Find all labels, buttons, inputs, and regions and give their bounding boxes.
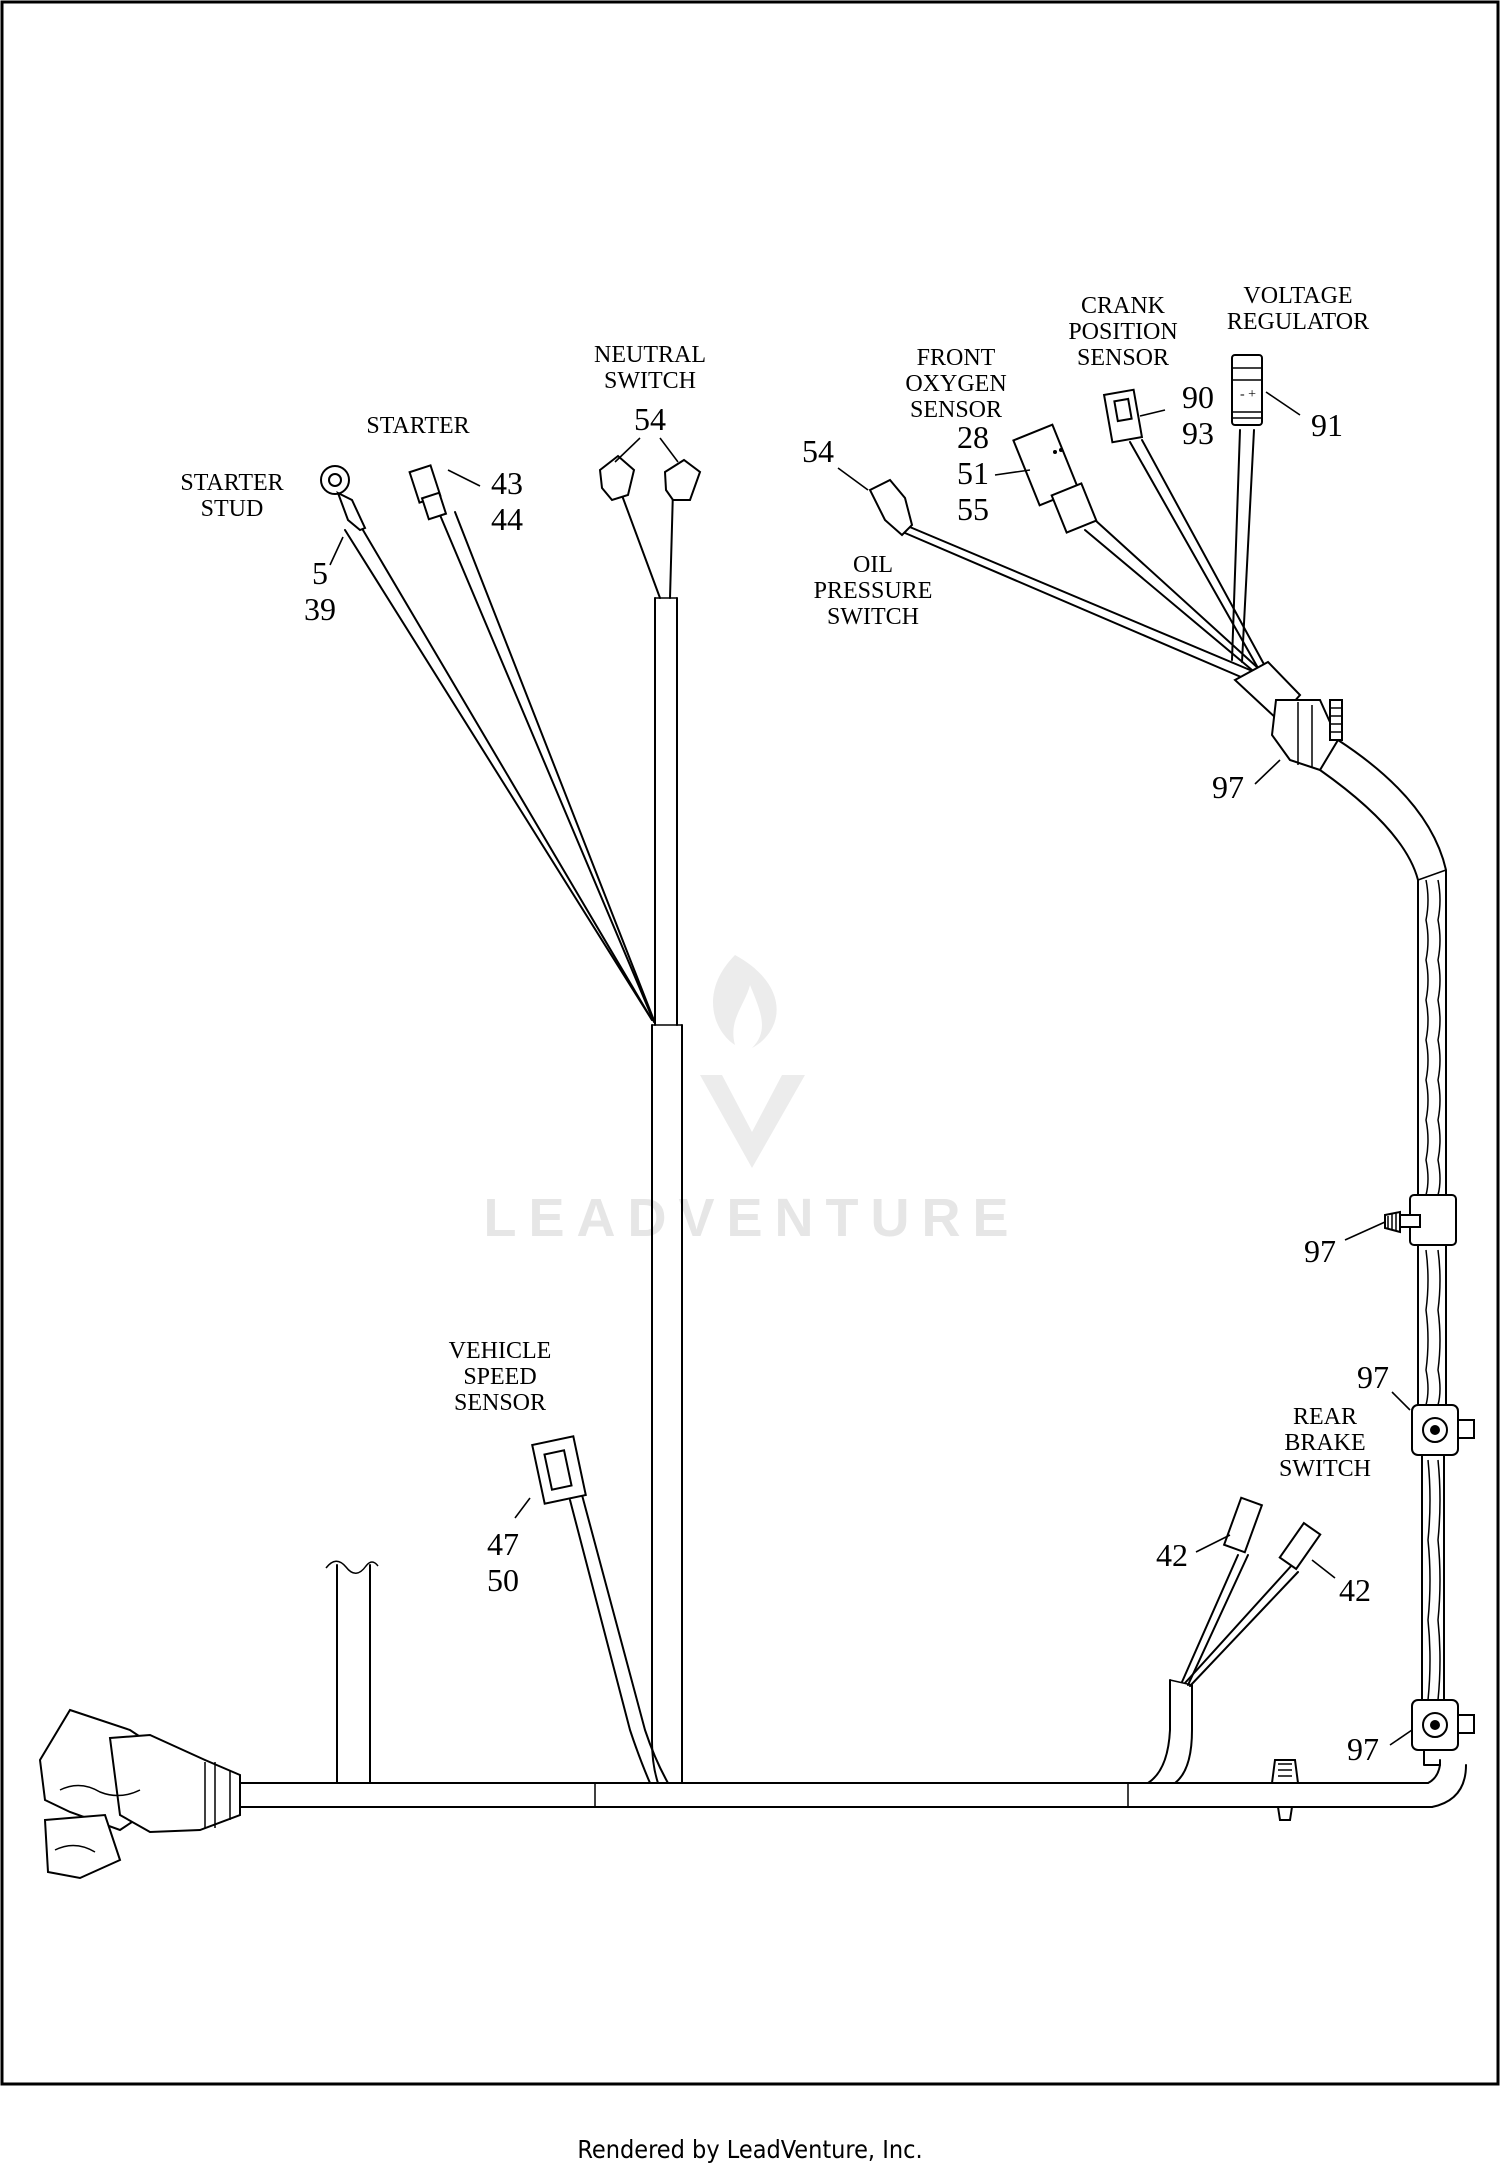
main-harness-connector <box>38 1708 241 1880</box>
svg-text:44: 44 <box>491 501 523 537</box>
callout-clip-bottom: 97 <box>1347 1729 1413 1767</box>
svg-text:28: 28 <box>957 419 989 455</box>
svg-text:93: 93 <box>1182 415 1214 451</box>
trunk-push-pin <box>1270 1759 1300 1821</box>
svg-text:- +: - + <box>1240 387 1256 402</box>
watermark: LEADVENTURE <box>483 955 1020 1248</box>
footer-credit: Rendered by LeadVenture, Inc. <box>577 2135 922 2164</box>
svg-text:SWITCH: SWITCH <box>1279 1456 1371 1482</box>
svg-text:SENSOR: SENSOR <box>454 1390 546 1416</box>
clip-mid <box>1411 1404 1475 1456</box>
label-voltage-regulator: VOLTAGE REGULATOR <box>1227 283 1369 335</box>
svg-text:STARTER: STARTER <box>180 470 283 496</box>
front-oxygen-sensor-connector <box>1012 423 1098 534</box>
svg-text:POSITION: POSITION <box>1068 319 1177 345</box>
vehicle-speed-sensor-branch <box>531 1435 669 1784</box>
callout-rear-brake-left: 42 <box>1156 1534 1231 1573</box>
crank-position-sensor-connector <box>1102 388 1144 444</box>
svg-text:97: 97 <box>1212 769 1244 805</box>
svg-text:55: 55 <box>957 491 989 527</box>
svg-text:91: 91 <box>1311 407 1343 443</box>
callout-clip-upper: 97 <box>1212 759 1281 805</box>
svg-text:SWITCH: SWITCH <box>827 604 919 630</box>
svg-text:REGULATOR: REGULATOR <box>1227 309 1369 335</box>
starter-connector <box>408 464 448 521</box>
watermark-logo-icon <box>713 955 777 1048</box>
svg-text:VOLTAGE: VOLTAGE <box>1243 283 1352 309</box>
svg-text:97: 97 <box>1347 1731 1379 1767</box>
rear-brake-switch-branch <box>1147 1496 1322 1784</box>
watermark-text: LEADVENTURE <box>483 1188 1020 1248</box>
label-starter: STARTER <box>366 413 469 439</box>
svg-text:97: 97 <box>1357 1359 1389 1395</box>
callout-clip-mid: 97 <box>1304 1221 1386 1269</box>
clip-upper <box>1384 1194 1457 1246</box>
diagram-frame <box>0 0 1500 2086</box>
callout-oil-pressure-switch: 54 <box>802 433 869 491</box>
svg-text:42: 42 <box>1156 1537 1188 1573</box>
right-trunk <box>904 429 1447 1766</box>
callout-neutral-switch: 54 <box>614 401 679 463</box>
callout-front-oxygen-sensor: 28 51 55 <box>957 419 1031 527</box>
svg-text:50: 50 <box>487 1562 519 1598</box>
callout-rear-brake-right: 42 <box>1311 1559 1371 1608</box>
svg-text:CRANK: CRANK <box>1081 293 1166 319</box>
svg-text:BRAKE: BRAKE <box>1284 1430 1365 1456</box>
svg-text:SENSOR: SENSOR <box>1077 345 1169 371</box>
label-crank-position-sensor: CRANK POSITION SENSOR <box>1068 293 1177 371</box>
svg-text:39: 39 <box>304 591 336 627</box>
label-front-oxygen-sensor: FRONT OXYGEN SENSOR <box>905 345 1006 423</box>
svg-text:97: 97 <box>1304 1233 1336 1269</box>
harness-trunk <box>239 1759 1467 1808</box>
svg-text:SPEED: SPEED <box>463 1364 536 1390</box>
label-starter-stud: STARTER STUD <box>180 470 283 522</box>
label-neutral-switch: NEUTRAL SWITCH <box>594 342 706 394</box>
callout-vehicle-speed-sensor: 47 50 <box>487 1497 531 1598</box>
callout-crank-position-sensor: 90 93 <box>1139 379 1214 451</box>
cut-branch <box>325 1560 379 1784</box>
oil-pressure-switch-terminal <box>868 478 914 537</box>
svg-text:54: 54 <box>634 401 666 437</box>
upper-left-trunk <box>344 489 683 1784</box>
clip-bottom <box>1411 1699 1475 1751</box>
svg-text:47: 47 <box>487 1526 519 1562</box>
callout-clip-lower: 97 <box>1357 1359 1411 1411</box>
svg-text:VEHICLE: VEHICLE <box>449 1338 552 1364</box>
svg-text:90: 90 <box>1182 379 1214 415</box>
callout-starter-stud: 5 39 <box>304 536 344 627</box>
voltage-regulator-connector: - + <box>1231 354 1263 426</box>
callout-starter: 43 44 <box>447 465 523 537</box>
svg-text:REAR: REAR <box>1293 1404 1357 1430</box>
svg-text:42: 42 <box>1339 1572 1371 1608</box>
callout-voltage-regulator: 91 <box>1265 391 1343 443</box>
label-rear-brake-switch: REAR BRAKE SWITCH <box>1279 1404 1371 1482</box>
svg-text:43: 43 <box>491 465 523 501</box>
starter-stud-terminal <box>320 465 367 532</box>
neutral-switch-terminals <box>598 454 702 502</box>
label-oil-pressure-switch: OIL PRESSURE SWITCH <box>814 552 933 630</box>
svg-text:SWITCH: SWITCH <box>604 368 696 394</box>
svg-text:FRONT: FRONT <box>917 345 996 371</box>
svg-text:NEUTRAL: NEUTRAL <box>594 342 706 368</box>
svg-text:STUD: STUD <box>201 496 264 522</box>
svg-text:54: 54 <box>802 433 834 469</box>
svg-text:OIL: OIL <box>853 552 893 578</box>
label-vehicle-speed-sensor: VEHICLE SPEED SENSOR <box>449 1338 552 1416</box>
svg-text:SENSOR: SENSOR <box>910 397 1002 423</box>
watermark-v-icon <box>700 1075 805 1168</box>
svg-text:51: 51 <box>957 455 989 491</box>
svg-text:OXYGEN: OXYGEN <box>905 371 1006 397</box>
svg-text:5: 5 <box>312 555 328 591</box>
svg-text:PRESSURE: PRESSURE <box>814 578 933 604</box>
